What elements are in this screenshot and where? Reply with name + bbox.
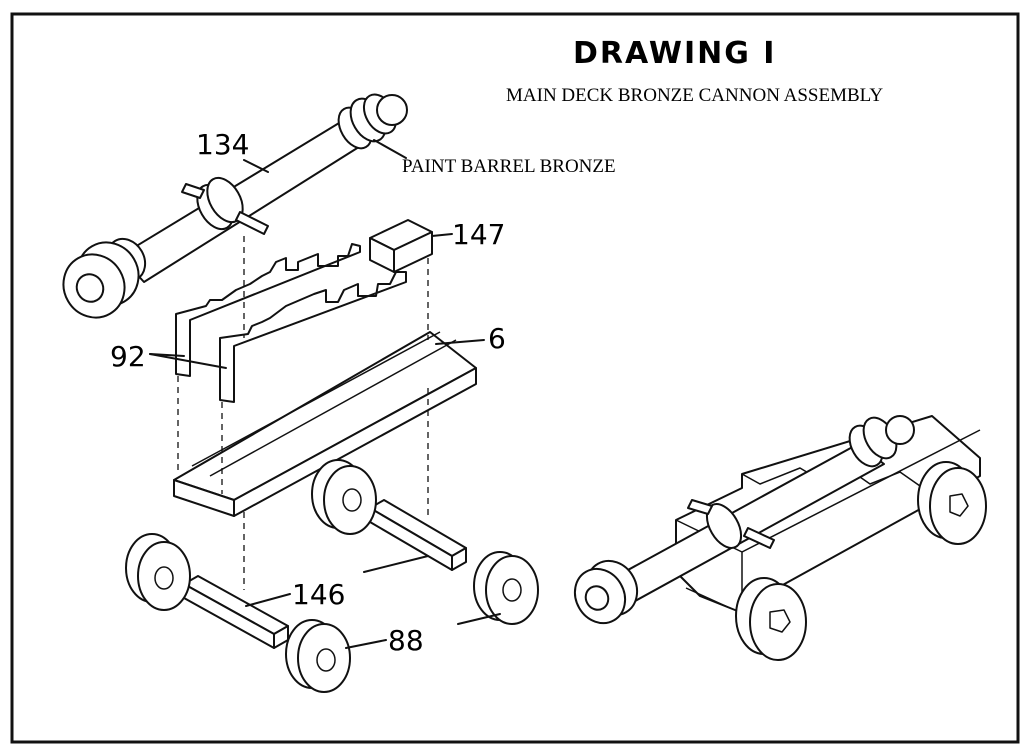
label-cheeks: 92 [110,340,146,373]
alignment-lines [177,236,429,590]
drawing-title: DRAWING I [573,36,776,71]
cannon-barrel [62,93,408,319]
label-wheel: 88 [388,624,424,657]
drawing-subtitle: MAIN DECK BRONZE CANNON ASSEMBLY [506,85,883,106]
note-paint-barrel: PAINT BARREL BRONZE [402,156,616,177]
label-quoin: 147 [452,218,505,251]
assembled-cannon [573,415,987,661]
wheel-front-left [125,533,191,611]
quoin-block [369,219,433,273]
leader-lines [149,139,501,649]
label-barrel: 134 [196,128,249,161]
side-cheeks [175,243,407,403]
wheel-rear-left [311,459,377,535]
carriage-bed [173,331,477,517]
sheet-border [10,12,1020,744]
front-axle [183,575,289,649]
label-axle: 146 [292,578,345,611]
label-bed: 6 [488,322,506,355]
wheel-rear-right [473,551,539,625]
wheel-front-right [285,619,351,693]
